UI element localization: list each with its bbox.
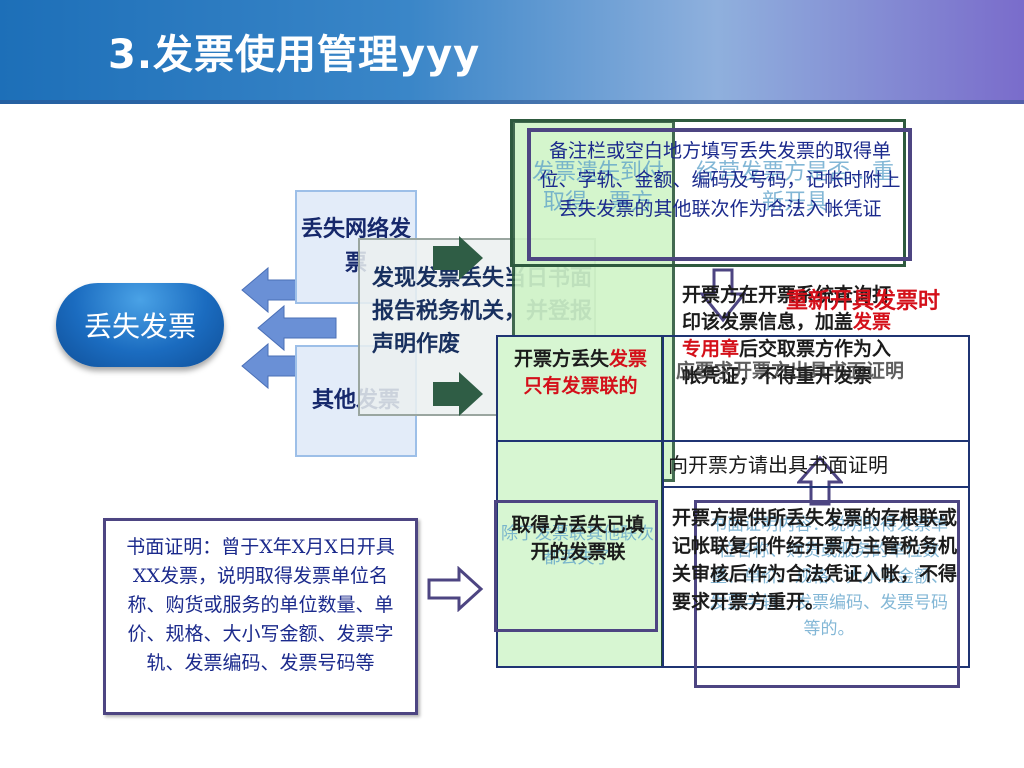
- lost-network-invoice-label: 丢失网络发票: [300, 217, 411, 276]
- ghost-text-a: 发票遗失到付取得…票方: [531, 160, 664, 215]
- request-cert-text: 向开票方请出具书面证明: [668, 453, 888, 477]
- receiver-lost-box: [494, 500, 658, 632]
- reissue-label: 重新开具发票时: [786, 289, 941, 314]
- title-bar-edge: [0, 100, 1024, 104]
- up-arrow-icon: [797, 455, 843, 506]
- ghost-text-b: 经营发票方是否…重新开具: [695, 160, 894, 215]
- table-divider: [496, 440, 970, 442]
- top-note-box: [527, 128, 912, 261]
- receiver-ghost-text: 除了发票联其他联次都丢失了: [501, 524, 654, 568]
- cert-ghost-text: 书面证明内容：说明取得发票单位名称、购货或服务的单位数量、单价、规格、大小写金额…: [710, 515, 948, 639]
- top-note-text: 备注栏或空白地方填写丢失发票的取得单位、字轨、金额、编码及号码，记帐时附上丢失发…: [539, 140, 901, 220]
- lost-invoice-node: 丢失发票: [56, 283, 224, 367]
- green-top-frame: [510, 119, 906, 267]
- left-arrow-icon: [257, 304, 337, 352]
- table-divider: [662, 335, 664, 668]
- provide-copy-text: 开票方提供所丢失发票的存根联或记帐联复印件经开票方主管税务机关审核后作为合法凭证…: [672, 507, 958, 613]
- right-hollow-arrow-icon: [427, 566, 484, 612]
- right-arrow-icon: [433, 372, 483, 416]
- written-cert-note: 书面证明：曾于X年X月X日开具XX发票，说明取得发票单位名称、购货或服务的单位数…: [103, 518, 418, 715]
- right-arrow-icon: [433, 236, 483, 280]
- slide-title: 3.发票使用管理yyy: [108, 32, 481, 78]
- green-arrows: [433, 236, 483, 416]
- receiver-lost-text: 取得方丢失已填开的发票联: [511, 514, 645, 563]
- issuer-lost-pre: 开票方丢失: [513, 348, 609, 370]
- issuer-reprint-text: 开票方在开票系统查询打印该发票信息，加盖发票专用章后交取票方作为入帐凭证，不得重…: [682, 282, 892, 390]
- title-bar: [0, 0, 1024, 104]
- down-arrow-icon: [700, 268, 746, 323]
- issuer-reprint-stamp: 发票专用章: [682, 311, 892, 360]
- table-divider: [662, 486, 970, 488]
- issuer-reprint-post: 后交取票方作为入帐凭证，不得重开发票: [682, 338, 892, 387]
- issuer-lost-red: 发票只有发票联的: [523, 348, 648, 397]
- overlay-text: 应要求开票方出具书面证明: [676, 360, 905, 382]
- issuer-reprint-pre: 开票方在开票系统查询打印该发票信息，加盖: [682, 284, 892, 333]
- provide-copy-box: [694, 500, 960, 688]
- issuer-lost-cell: 开票方丢失发票只有发票联的: [508, 346, 653, 400]
- branch-arrows: [241, 266, 337, 390]
